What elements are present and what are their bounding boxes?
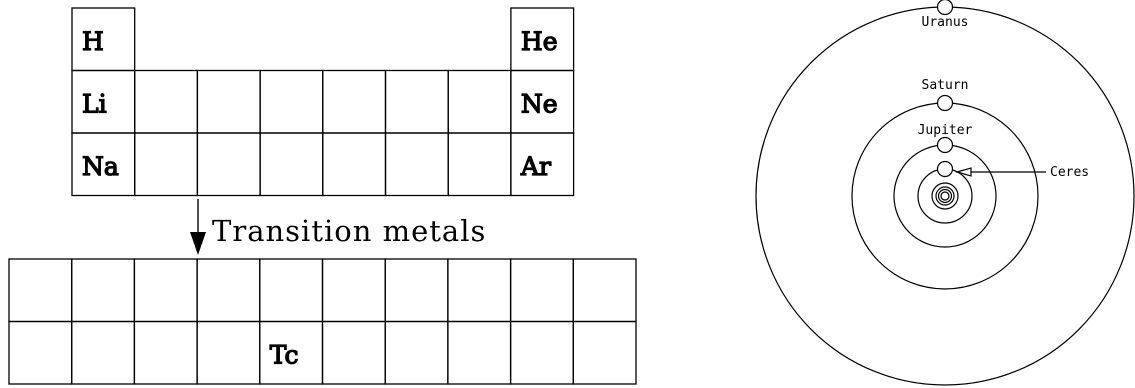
planet-saturn [936, 94, 954, 112]
transition-cell [8, 320, 73, 385]
transition-cell [133, 320, 198, 385]
orbit-venus [937, 188, 953, 204]
transition-metals-label: Transition metals [212, 214, 486, 248]
transition-cell [321, 258, 386, 323]
orbit-ceres [917, 168, 973, 224]
top-cell [384, 69, 449, 134]
top-cell [447, 69, 512, 134]
transition-cell [572, 320, 637, 385]
transition-cell [384, 258, 449, 323]
transition-cell [133, 258, 198, 323]
transition-cell [71, 258, 136, 323]
transition-cell [259, 258, 324, 323]
element-he: He [521, 27, 558, 56]
orbit-jupiter [893, 144, 997, 248]
solar-system [755, 0, 1135, 386]
label-saturn: Saturn [922, 78, 969, 93]
transition-arrow [190, 199, 206, 255]
planet-ceres [936, 160, 954, 178]
top-cell [259, 132, 324, 197]
label-jupiter: Jupiter [918, 123, 973, 138]
transition-cell [384, 320, 449, 385]
orbit-earth [935, 186, 955, 206]
transition-cell [321, 320, 386, 385]
label-uranus: Uranus [922, 15, 969, 30]
planet-jupiter [936, 136, 954, 154]
top-cell [322, 132, 387, 197]
top-cell [447, 132, 512, 197]
periodic-table-transition-block: Tc [8, 258, 637, 385]
element-tc: Tc [270, 341, 299, 370]
orbit-mars [931, 182, 959, 210]
transition-cell [71, 320, 136, 385]
transition-cell [447, 320, 512, 385]
element-li: Li [82, 90, 107, 119]
orbit-mercury [940, 191, 950, 201]
top-cell [134, 132, 199, 197]
transition-cell [196, 320, 261, 385]
top-cell [510, 132, 575, 197]
planet-uranus [936, 0, 954, 16]
transition-cell [509, 320, 574, 385]
arrow-head [190, 232, 206, 255]
transition-cell [8, 258, 73, 323]
top-cell [384, 132, 449, 197]
top-cell [196, 69, 261, 134]
top-cell [259, 69, 324, 134]
orbit-uranus [755, 6, 1135, 386]
element-na: Na [82, 152, 119, 181]
transition-cell [447, 258, 512, 323]
transition-cell [196, 258, 261, 323]
top-cell [196, 132, 261, 197]
label-ceres: Ceres [1050, 165, 1089, 180]
top-cell [322, 69, 387, 134]
element-h: H [82, 27, 104, 56]
transition-cell [572, 258, 637, 323]
element-ar: Ar [520, 152, 551, 181]
top-cell [134, 69, 199, 134]
transition-cell [509, 258, 574, 323]
ceres-pointer-head [954, 167, 972, 177]
element-ne: Ne [521, 90, 558, 119]
